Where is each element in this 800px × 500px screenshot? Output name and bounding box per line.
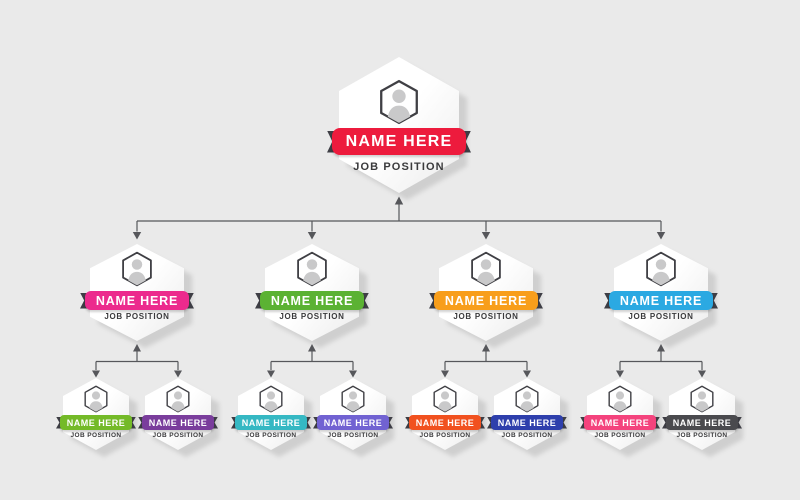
job-position-label: JOB POSITION — [152, 432, 204, 439]
org-node-employee-2-1: NAME HERE JOB POSITION — [231, 378, 311, 450]
person-avatar-icon — [607, 385, 633, 413]
person-avatar-icon — [432, 385, 458, 413]
name-banner: NAME HERE — [662, 415, 742, 430]
org-node-employee-4-1: NAME HERE JOB POSITION — [580, 378, 660, 450]
name-label: NAME HERE — [666, 415, 738, 430]
name-banner: NAME HERE — [80, 291, 194, 310]
person-avatar-icon — [689, 385, 715, 413]
name-banner: NAME HERE — [138, 415, 218, 430]
job-position-label: JOB POSITION — [676, 432, 728, 439]
person-avatar-icon — [165, 385, 191, 413]
name-banner: NAME HERE — [604, 291, 718, 310]
name-label: NAME HERE — [317, 415, 389, 430]
org-node-manager-4: NAME HERE JOB POSITION — [604, 244, 718, 341]
name-label: NAME HERE — [235, 415, 307, 430]
org-node-employee-3-1: NAME HERE JOB POSITION — [405, 378, 485, 450]
job-position-label: JOB POSITION — [419, 432, 471, 439]
name-banner: NAME HERE — [429, 291, 543, 310]
job-position-label: JOB POSITION — [453, 312, 519, 321]
name-label: NAME HERE — [142, 415, 214, 430]
org-node-employee-2-2: NAME HERE JOB POSITION — [313, 378, 393, 450]
org-node-manager-1: NAME HERE JOB POSITION — [80, 244, 194, 341]
name-banner: NAME HERE — [255, 291, 369, 310]
job-position-label: JOB POSITION — [279, 312, 345, 321]
person-avatar-icon — [644, 251, 678, 287]
connector-line-paths — [95, 204, 703, 370]
org-node-employee-1-1: NAME HERE JOB POSITION — [56, 378, 136, 450]
name-banner: NAME HERE — [327, 128, 471, 155]
person-avatar-icon — [514, 385, 540, 413]
name-label: NAME HERE — [85, 291, 189, 310]
job-position-label: JOB POSITION — [594, 432, 646, 439]
name-banner: NAME HERE — [56, 415, 136, 430]
person-avatar-icon — [469, 251, 503, 287]
name-banner: NAME HERE — [231, 415, 311, 430]
person-avatar-icon — [258, 385, 284, 413]
person-avatar-icon — [378, 79, 421, 125]
org-node-employee-4-2: NAME HERE JOB POSITION — [662, 378, 742, 450]
org-node-manager-2: NAME HERE JOB POSITION — [255, 244, 369, 341]
name-label: NAME HERE — [609, 291, 713, 310]
job-position-label: JOB POSITION — [501, 432, 553, 439]
name-banner: NAME HERE — [313, 415, 393, 430]
person-avatar-icon — [340, 385, 366, 413]
name-label: NAME HERE — [260, 291, 364, 310]
name-label: NAME HERE — [60, 415, 132, 430]
hexagon-shadow — [339, 57, 459, 193]
name-label: NAME HERE — [332, 128, 466, 155]
name-label: NAME HERE — [409, 415, 481, 430]
org-node-employee-1-2: NAME HERE JOB POSITION — [138, 378, 218, 450]
org-node-root: NAME HERE JOB POSITION — [327, 57, 471, 193]
name-banner: NAME HERE — [580, 415, 660, 430]
name-label: NAME HERE — [491, 415, 563, 430]
person-avatar-icon — [120, 251, 154, 287]
job-position-label: JOB POSITION — [70, 432, 122, 439]
job-position-label: JOB POSITION — [628, 312, 694, 321]
name-banner: NAME HERE — [405, 415, 485, 430]
job-position-label: JOB POSITION — [245, 432, 297, 439]
org-node-manager-3: NAME HERE JOB POSITION — [429, 244, 543, 341]
person-avatar-icon — [295, 251, 329, 287]
org-node-employee-3-2: NAME HERE JOB POSITION — [487, 378, 567, 450]
job-position-label: JOB POSITION — [327, 432, 379, 439]
person-avatar-icon — [83, 385, 109, 413]
job-position-label: JOB POSITION — [353, 161, 445, 173]
name-label: NAME HERE — [434, 291, 538, 310]
name-banner: NAME HERE — [487, 415, 567, 430]
name-label: NAME HERE — [584, 415, 656, 430]
job-position-label: JOB POSITION — [104, 312, 170, 321]
